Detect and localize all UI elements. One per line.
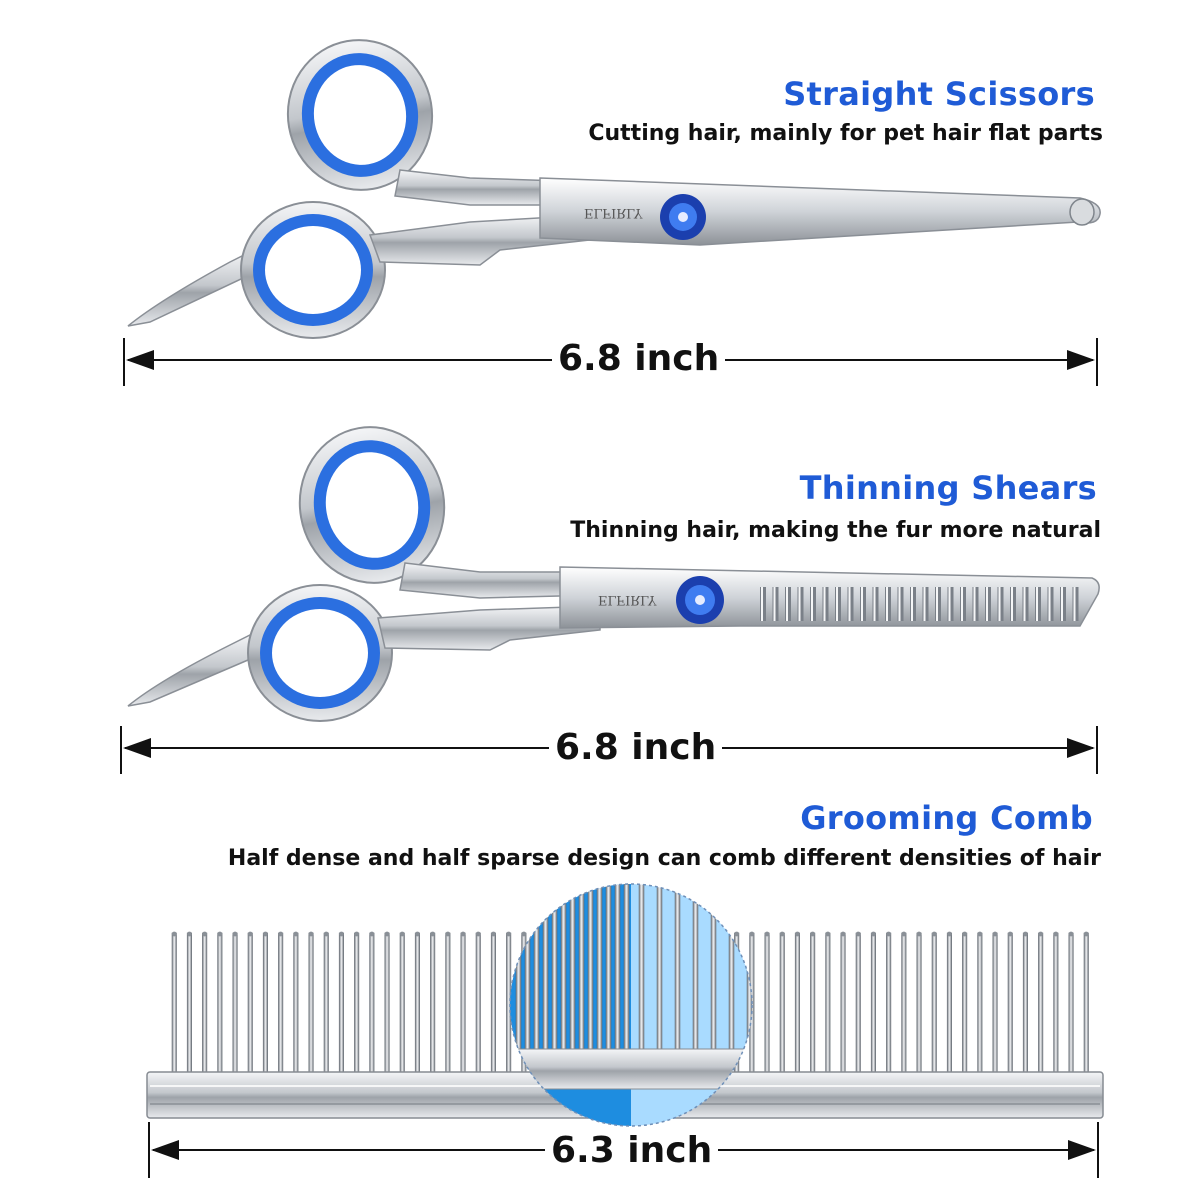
straight-scissors-engraving-text: ELFIRLY — [584, 205, 643, 220]
thinning-shears-length: 6.8 inch — [549, 727, 723, 768]
thinning-shears-title: Thinning Shears — [799, 469, 1097, 507]
thinning-shears-image — [127, 426, 1100, 722]
thinning-shears-description: Thinning hair, making the fur more natur… — [570, 518, 1101, 543]
grooming-comb-description: Half dense and half sparse design can co… — [227, 846, 1101, 871]
thinning-teeth — [760, 587, 1079, 621]
straight-scissors-title: Straight Scissors — [783, 75, 1095, 113]
straight-scissors-description: Cutting hair, mainly for pet hair flat p… — [588, 121, 1103, 146]
straight-scissors-length: 6.8 inch — [552, 338, 726, 379]
grooming-comb-title: Grooming Comb — [800, 799, 1093, 837]
grooming-comb-length: 6.3 inch — [545, 1130, 719, 1171]
thinning-shears-engraving-text: ELFIRLY — [598, 592, 657, 607]
straight-scissors-image — [127, 39, 1101, 339]
